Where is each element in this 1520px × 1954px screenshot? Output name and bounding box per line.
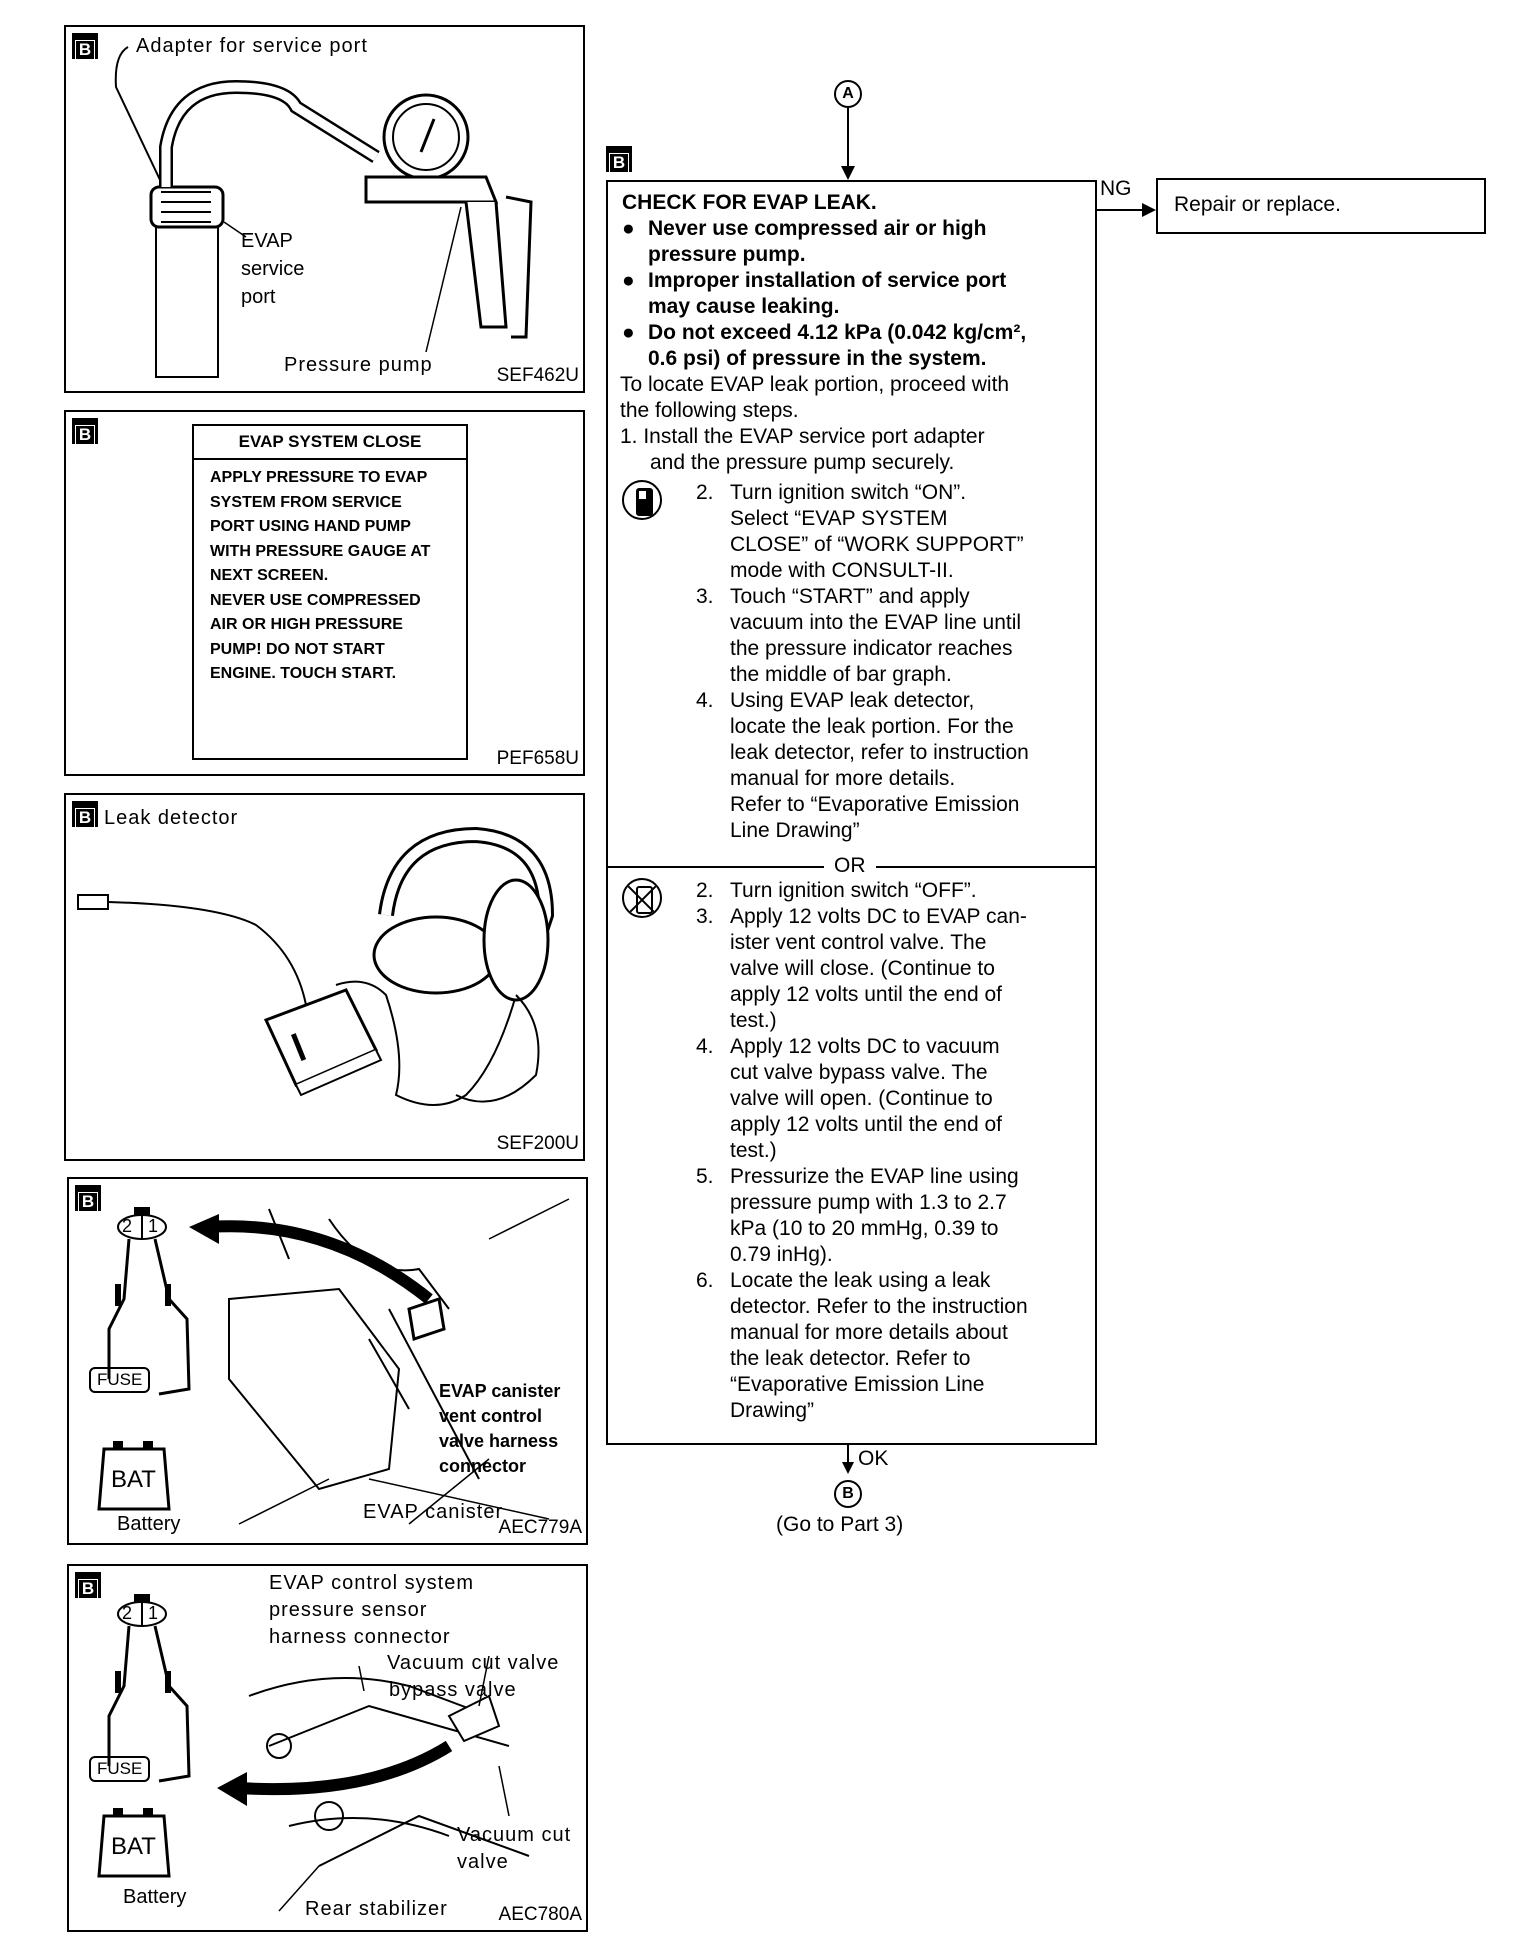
node-a: A bbox=[834, 80, 862, 108]
figure-code: SEF200U bbox=[496, 1133, 579, 1154]
figure-vacuum-cut-valve: B 2 1 FUSE BAT Battery EVAP control syst… bbox=[67, 1564, 588, 1932]
battery-symbol-label: BAT bbox=[111, 1833, 156, 1860]
check-box: CHECK FOR EVAP LEAK. ● Never use compres… bbox=[606, 180, 1097, 1445]
fuse-label: FUSE bbox=[89, 1756, 151, 1782]
connector-2: 2 bbox=[122, 1216, 133, 1236]
canister-label: EVAP canister bbox=[363, 1501, 504, 1523]
node-b: B bbox=[834, 1480, 862, 1508]
connector-1: 1 bbox=[148, 1603, 159, 1623]
ng-label: NG bbox=[1100, 177, 1132, 200]
figure-code: AEC780A bbox=[498, 1904, 582, 1925]
connector-1: 1 bbox=[148, 1216, 159, 1236]
consult-screen: EVAP SYSTEM CLOSE APPLY PRESSURE TO EVAP… bbox=[192, 424, 468, 760]
consult-icon bbox=[622, 480, 662, 520]
check-title: CHECK FOR EVAP LEAK. bbox=[622, 191, 877, 214]
repair-box: Repair or replace. bbox=[1156, 178, 1486, 234]
caution-3: Do not exceed 4.12 kPa (0.042 kg/cm²,0.6… bbox=[648, 321, 1027, 370]
or-label: OR bbox=[824, 853, 876, 879]
leak-detector-drawing bbox=[77, 826, 555, 1106]
connector-2: 2 bbox=[122, 1603, 133, 1623]
section-badge: B bbox=[75, 1185, 101, 1212]
section-badge: B bbox=[72, 801, 98, 828]
section-badge: B bbox=[606, 146, 632, 173]
vacuum-cut-drawing bbox=[97, 1594, 530, 1912]
service-port-drawing bbox=[114, 46, 533, 378]
pump-label: Pressure pump bbox=[284, 354, 433, 376]
stabilizer-label: Rear stabilizer bbox=[305, 1898, 448, 1920]
repair-text: Repair or replace. bbox=[1174, 193, 1341, 216]
section-badge: B bbox=[72, 33, 98, 60]
battery-label: Battery bbox=[123, 1886, 187, 1908]
figure-consult-screen: B EVAP SYSTEM CLOSE APPLY PRESSURE TO EV… bbox=[64, 410, 585, 776]
no-consult-icon bbox=[622, 878, 662, 918]
figure-code: SEF462U bbox=[496, 365, 579, 386]
fuse-label: FUSE bbox=[89, 1367, 151, 1393]
figure-leak-detector: B Leak detector SEF200U bbox=[64, 793, 585, 1161]
figure-code: AEC779A bbox=[498, 1517, 582, 1538]
ok-label: OK bbox=[858, 1447, 889, 1470]
intro-text: To locate EVAP leak portion, proceed wit… bbox=[620, 373, 1010, 422]
step-1: 1. Install the EVAP service port adapter… bbox=[620, 425, 985, 474]
battery-label: Battery bbox=[117, 1513, 181, 1535]
canister-vent-drawing bbox=[97, 1198, 570, 1525]
figure-code: PEF658U bbox=[496, 748, 579, 769]
screen-title: EVAP SYSTEM CLOSE bbox=[194, 426, 466, 460]
battery-symbol-label: BAT bbox=[111, 1466, 156, 1493]
go-to-part-3: (Go to Part 3) bbox=[776, 1513, 904, 1536]
leak-detector-label: Leak detector bbox=[104, 807, 239, 829]
adapter-label: Adapter for service port bbox=[136, 35, 368, 57]
section-badge: B bbox=[72, 418, 98, 445]
section-badge: B bbox=[75, 1572, 101, 1599]
